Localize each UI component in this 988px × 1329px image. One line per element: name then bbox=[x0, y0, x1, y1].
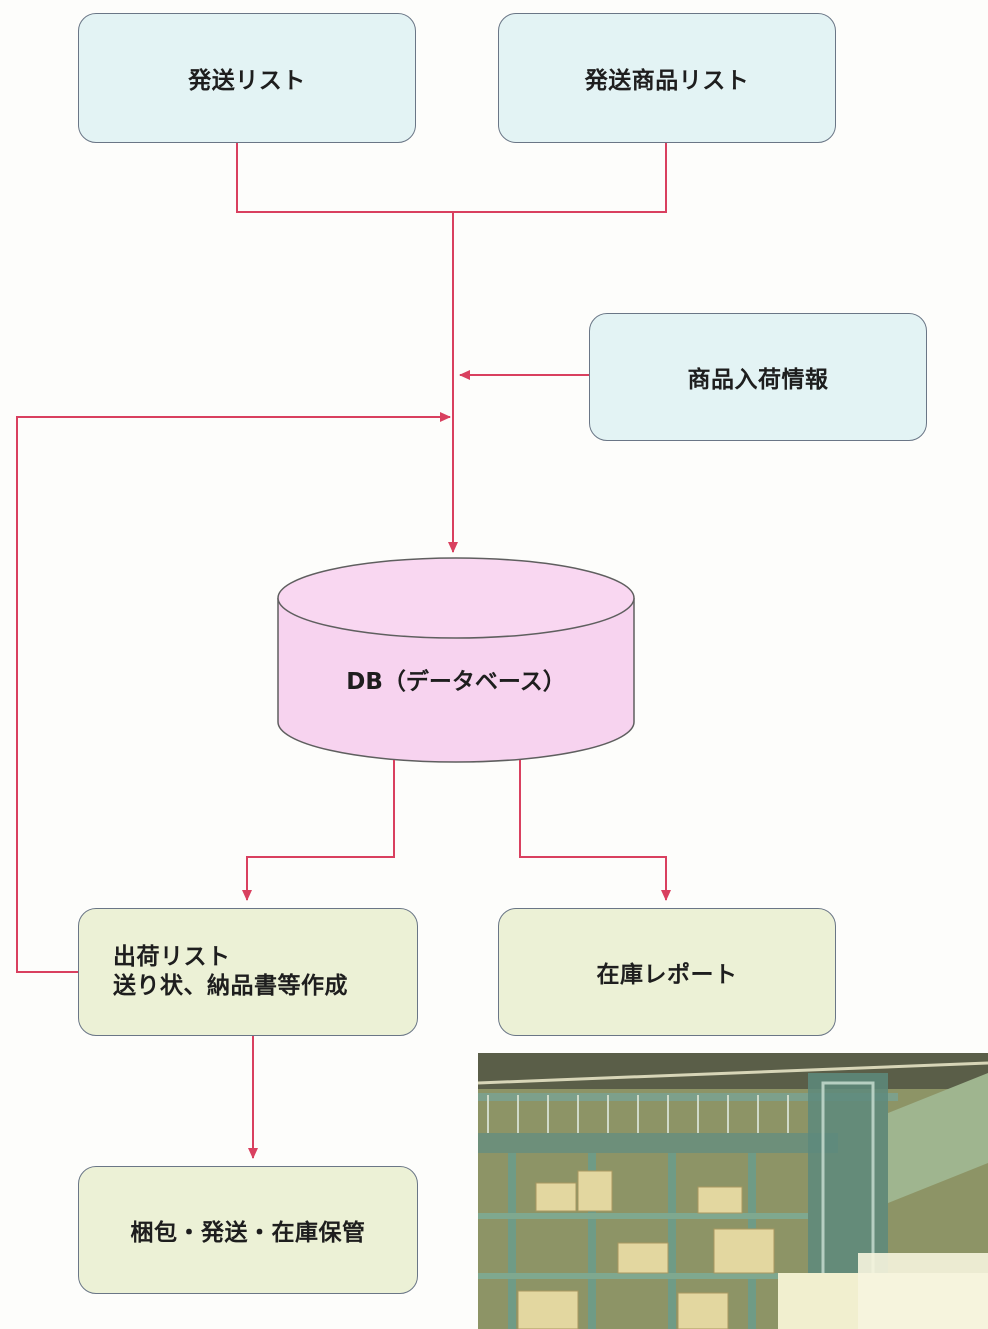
arrival-info-box: 商品入荷情報 bbox=[589, 313, 927, 441]
connector-shipping-items bbox=[453, 143, 667, 213]
database-label: DB（データベース） bbox=[346, 669, 566, 695]
inventory-report-box: 在庫レポート bbox=[498, 908, 836, 1036]
packing-shipping-storage-box: 梱包・発送・在庫保管 bbox=[78, 1166, 418, 1294]
connector-shipping-list bbox=[236, 143, 453, 213]
arrival-info-label: 商品入荷情報 bbox=[687, 367, 829, 393]
connector-feedback-loop bbox=[16, 412, 451, 973]
connector-db-to-outbound bbox=[242, 760, 395, 901]
shipping-list-label: 発送リスト bbox=[188, 68, 306, 94]
shipping-list-box: 発送リスト bbox=[78, 13, 416, 143]
connector-db-to-inventory bbox=[519, 760, 671, 901]
warehouse-photo bbox=[478, 1053, 988, 1329]
packing-shipping-storage-label: 梱包・発送・在庫保管 bbox=[130, 1220, 366, 1246]
shipping-items-list-box: 発送商品リスト bbox=[498, 13, 836, 143]
warehouse-photo-illustration bbox=[478, 1053, 988, 1329]
inventory-report-label: 在庫レポート bbox=[596, 962, 738, 988]
outbound-list-line1: 出荷リスト bbox=[113, 944, 231, 971]
outbound-list-box: 出荷リスト 送り状、納品書等作成 bbox=[78, 908, 418, 1036]
database-cylinder bbox=[277, 557, 635, 763]
shipping-items-list-label: 発送商品リスト bbox=[584, 68, 750, 94]
outbound-list-line2: 送り状、納品書等作成 bbox=[113, 973, 348, 999]
outbound-list-text: 出荷リスト 送り状、納品書等作成 bbox=[113, 943, 348, 1001]
